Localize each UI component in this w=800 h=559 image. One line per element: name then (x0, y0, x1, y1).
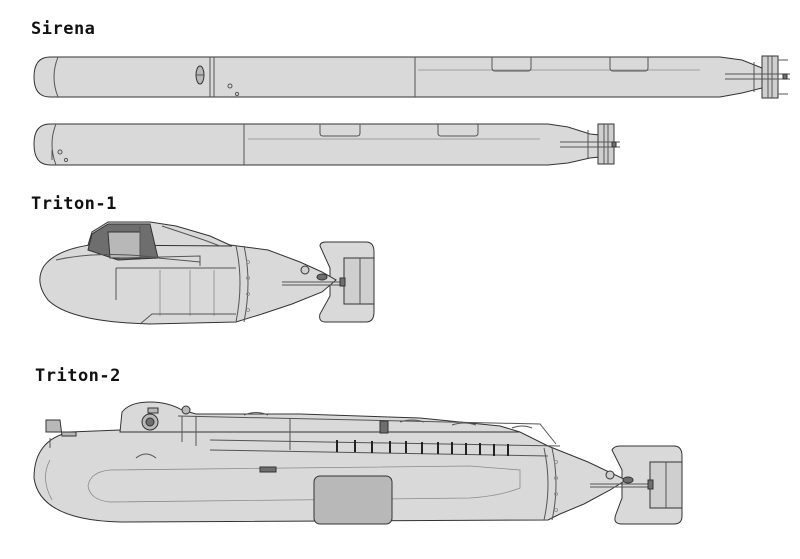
triton-1-side-view (39, 221, 375, 325)
sirena-title: Sirena (31, 19, 96, 39)
triton-1-title: Triton-1 (31, 194, 117, 214)
sirena-second-view (33, 123, 620, 166)
sirena-side-view (33, 55, 790, 99)
triton-2-title: Triton-2 (35, 366, 121, 386)
triton-2-side-view (33, 401, 683, 525)
